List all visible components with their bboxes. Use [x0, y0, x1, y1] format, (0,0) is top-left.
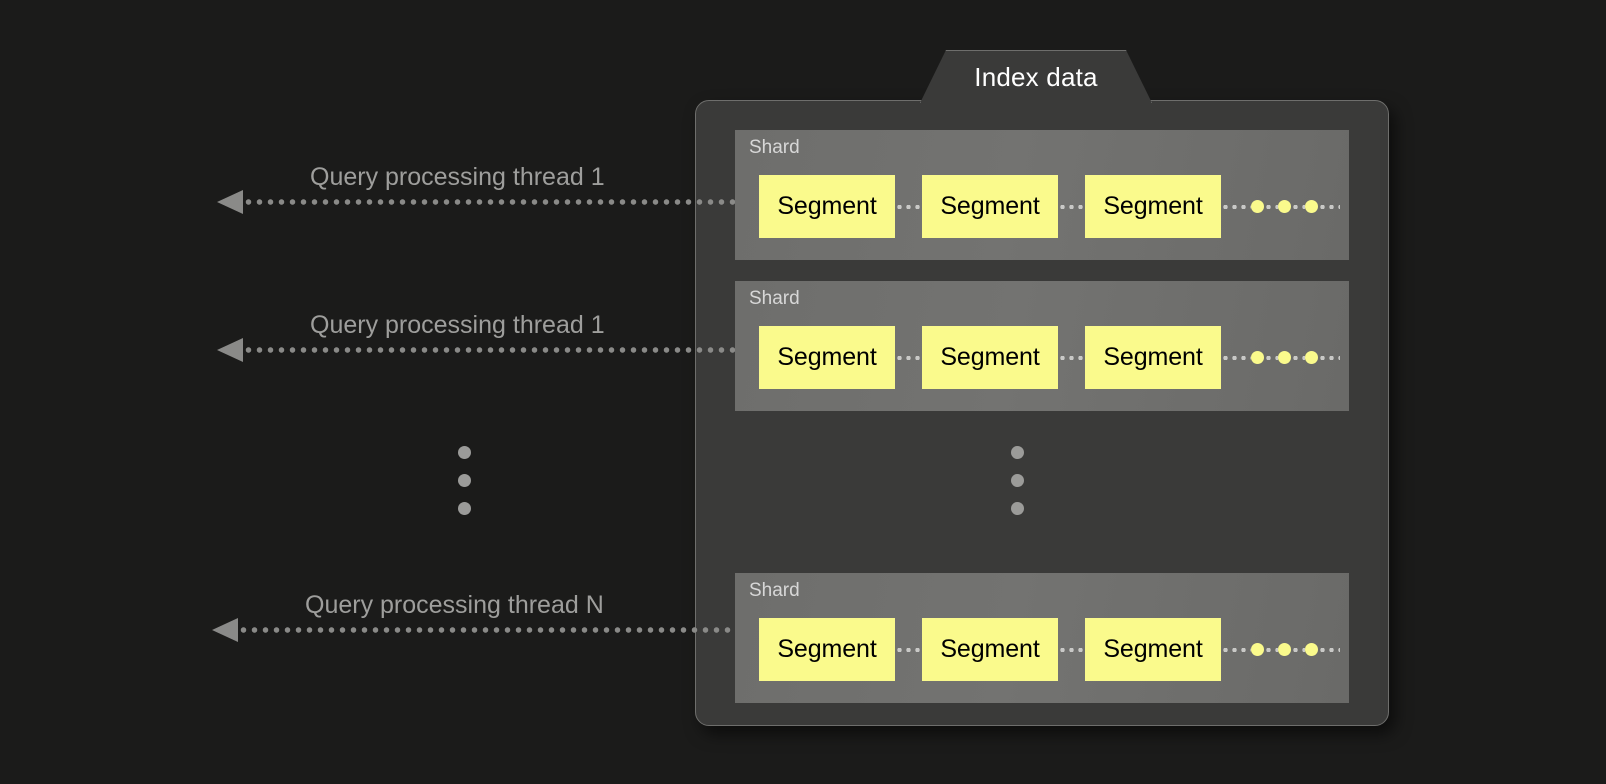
tab-border-mask: [947, 98, 1125, 104]
ellipsis-dot-yellow: [1305, 643, 1318, 656]
arrowhead-left-icon: [217, 190, 243, 214]
ellipsis-dot: [458, 446, 471, 459]
shard-box-2: Shard Segment Segment Segment: [735, 281, 1349, 411]
connector-dots: [1318, 647, 1340, 652]
segment-box: Segment: [922, 326, 1058, 389]
thread-arrow-1: [217, 190, 763, 214]
row-spacer: [735, 206, 759, 208]
segment-connector-dots: [1058, 647, 1085, 652]
segment-box: Segment: [759, 175, 895, 238]
ellipsis-dot-yellow: [1305, 200, 1318, 213]
connector-dots: [1291, 647, 1305, 652]
segment-box: Segment: [1085, 175, 1221, 238]
ellipsis-dot-yellow: [1278, 351, 1291, 364]
thread-label-2: Query processing thread 1: [310, 311, 605, 339]
connector-dots: [1264, 647, 1278, 652]
shard-box-1: Shard Segment Segment Segment: [735, 130, 1349, 260]
ellipsis-dot: [1011, 474, 1024, 487]
index-data-tab: [920, 50, 1152, 103]
ellipsis-dot-yellow: [1305, 351, 1318, 364]
arrow-dashes: [238, 627, 763, 633]
index-data-title: Index data: [974, 61, 1098, 92]
ellipsis-dot-yellow: [1278, 200, 1291, 213]
shard-box-3: Shard Segment Segment Segment: [735, 573, 1349, 703]
segment-ellipsis-trail: [1221, 643, 1349, 656]
segment-connector-dots: [1058, 204, 1085, 209]
ellipsis-dot-yellow: [1278, 643, 1291, 656]
connector-dots: [1264, 204, 1278, 209]
segment-box: Segment: [1085, 326, 1221, 389]
arrow-dashes: [243, 199, 763, 205]
segment-connector-dots: [895, 204, 922, 209]
ellipsis-dot: [1011, 502, 1024, 515]
row-spacer: [735, 649, 759, 651]
ellipsis-dot: [458, 474, 471, 487]
segment-box: Segment: [759, 326, 895, 389]
arrowhead-left-icon: [212, 618, 238, 642]
segment-box: Segment: [759, 618, 895, 681]
segment-connector-dots: [895, 647, 922, 652]
arrowhead-left-icon: [217, 338, 243, 362]
ellipsis-dot-yellow: [1251, 351, 1264, 364]
shard-label: Shard: [749, 580, 800, 601]
connector-dots: [1291, 204, 1305, 209]
thread-arrow-3: [212, 618, 763, 642]
thread-label-3: Query processing thread N: [305, 591, 604, 619]
arrow-dashes: [243, 347, 763, 353]
shard-label: Shard: [749, 137, 800, 158]
segments-row-1: Segment Segment Segment: [735, 174, 1349, 239]
segments-row-2: Segment Segment Segment: [735, 325, 1349, 390]
connector-dots: [1221, 355, 1251, 360]
connector-dots: [1221, 204, 1251, 209]
vertical-ellipsis-shards: [1011, 446, 1024, 515]
connector-dots: [1221, 647, 1251, 652]
ellipsis-dot-yellow: [1251, 643, 1264, 656]
thread-label-1: Query processing thread 1: [310, 163, 605, 191]
ellipsis-dot: [1011, 446, 1024, 459]
segment-box: Segment: [1085, 618, 1221, 681]
segments-row-3: Segment Segment Segment: [735, 617, 1349, 682]
segment-connector-dots: [895, 355, 922, 360]
segment-ellipsis-trail: [1221, 351, 1349, 364]
segment-box: Segment: [922, 175, 1058, 238]
segment-box: Segment: [922, 618, 1058, 681]
shard-label: Shard: [749, 288, 800, 309]
connector-dots: [1291, 355, 1305, 360]
connector-dots: [1318, 204, 1340, 209]
ellipsis-dot-yellow: [1251, 200, 1264, 213]
thread-arrow-2: [217, 338, 763, 362]
ellipsis-dot: [458, 502, 471, 515]
vertical-ellipsis-threads: [458, 446, 471, 515]
connector-dots: [1264, 355, 1278, 360]
segment-ellipsis-trail: [1221, 200, 1349, 213]
segment-connector-dots: [1058, 355, 1085, 360]
row-spacer: [735, 357, 759, 359]
connector-dots: [1318, 355, 1340, 360]
